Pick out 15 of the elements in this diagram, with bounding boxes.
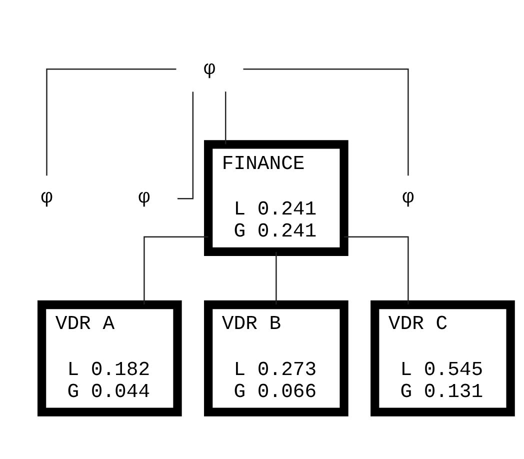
node-box: FINANCE L 0.241 G 0.241 (204, 140, 348, 256)
connector (344, 236, 409, 304)
node-box: VDR A L 0.182 G 0.044 (38, 300, 182, 416)
connector (144, 236, 208, 304)
node-text: φ (402, 186, 414, 209)
connector (276, 252, 277, 304)
node-text: φ (204, 58, 216, 80)
connector (178, 92, 194, 200)
node-text: φ (40, 186, 53, 209)
connector (46, 68, 176, 176)
connector (243, 68, 409, 176)
connector (225, 92, 226, 144)
node-box: VDR C L 0.545 G 0.131 (370, 300, 515, 416)
node-box: VDR B L 0.273 G 0.066 (204, 300, 348, 416)
node-text: φ (138, 186, 150, 209)
